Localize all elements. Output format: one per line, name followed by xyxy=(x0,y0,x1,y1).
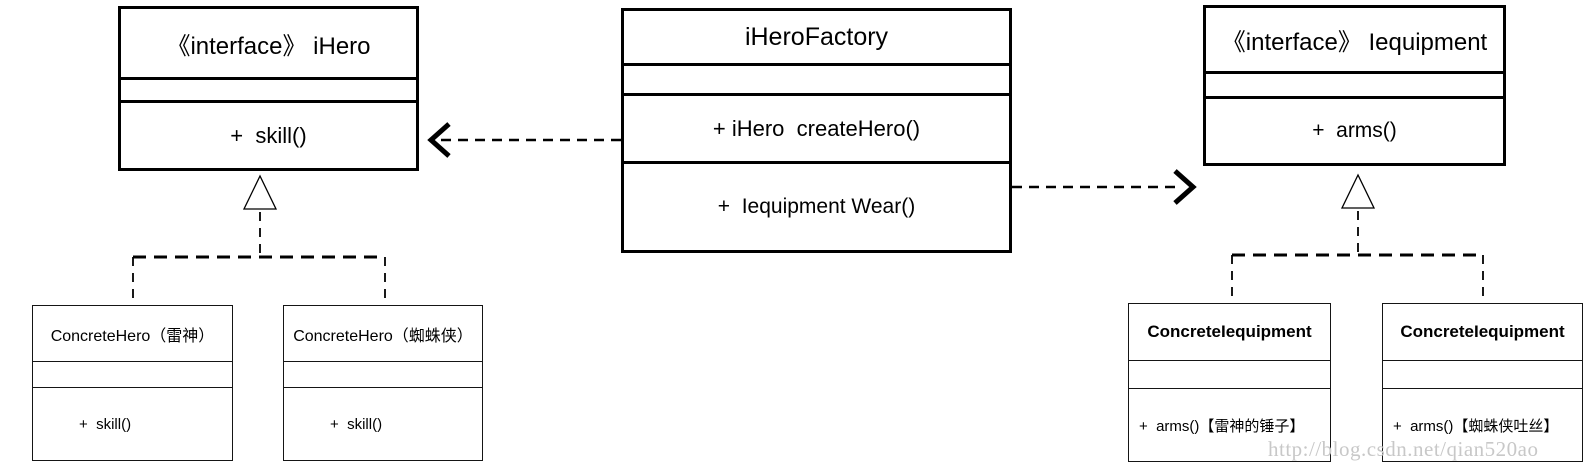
attributes-compartment xyxy=(1206,74,1503,99)
class-box-concreteiequipment-spiderman: ConcreteIequipment + arms()【蜘蛛侠吐丝】 xyxy=(1382,303,1583,462)
class-title: iHeroFactory xyxy=(624,11,1009,66)
class-title: 《interface》 Iequipment xyxy=(1206,8,1503,74)
class-box-concreteiequipment-thor: ConcreteIequipment + arms()【雷神的锤子】 xyxy=(1128,303,1331,462)
class-box-concretehero-thor: ConcreteHero（雷神） + skill() xyxy=(32,305,233,461)
class-title: ConcreteIequipment xyxy=(1129,304,1330,361)
watermark-text: http://blog.csdn.net/qian520ao xyxy=(1268,437,1539,461)
attributes-compartment xyxy=(1383,361,1582,389)
realization-triangle-left-icon xyxy=(242,174,278,210)
class-title: ConcreteHero（蜘蛛侠） xyxy=(284,306,482,362)
class-box-iequipment: 《interface》 Iequipment + arms() xyxy=(1203,5,1506,166)
open-arrowhead-right-icon xyxy=(1173,169,1197,205)
method-label: + iHero createHero() xyxy=(624,96,1009,164)
method-label: + arms()【雷神的锤子】 xyxy=(1139,417,1305,435)
attributes-compartment xyxy=(121,80,416,103)
class-title: 《interface》 iHero xyxy=(121,9,416,80)
method-label: + arms()【蜘蛛侠吐丝】 xyxy=(1393,417,1559,435)
attributes-compartment xyxy=(284,362,482,388)
class-box-iherofactory: iHeroFactory + iHero createHero() + Iequ… xyxy=(621,8,1012,253)
realization-triangle-right-icon xyxy=(1340,173,1376,209)
attributes-compartment xyxy=(1129,361,1330,389)
open-arrowhead-left-icon xyxy=(427,122,451,158)
attributes-compartment xyxy=(624,66,1009,96)
method-label: + skill() xyxy=(230,122,307,148)
class-box-concretehero-spiderman: ConcreteHero（蜘蛛侠） + skill() xyxy=(283,305,483,461)
attributes-compartment xyxy=(33,362,232,388)
class-title: ConcreteHero（雷神） xyxy=(33,306,232,362)
method-label: + skill() xyxy=(79,415,132,433)
method-label: + Iequipment Wear() xyxy=(717,195,916,218)
method-label: + arms() xyxy=(1312,119,1397,142)
method-label: + skill() xyxy=(330,415,383,433)
class-title: ConcreteIequipment xyxy=(1383,304,1582,361)
class-box-ihero: 《interface》 iHero + skill() xyxy=(118,6,419,171)
